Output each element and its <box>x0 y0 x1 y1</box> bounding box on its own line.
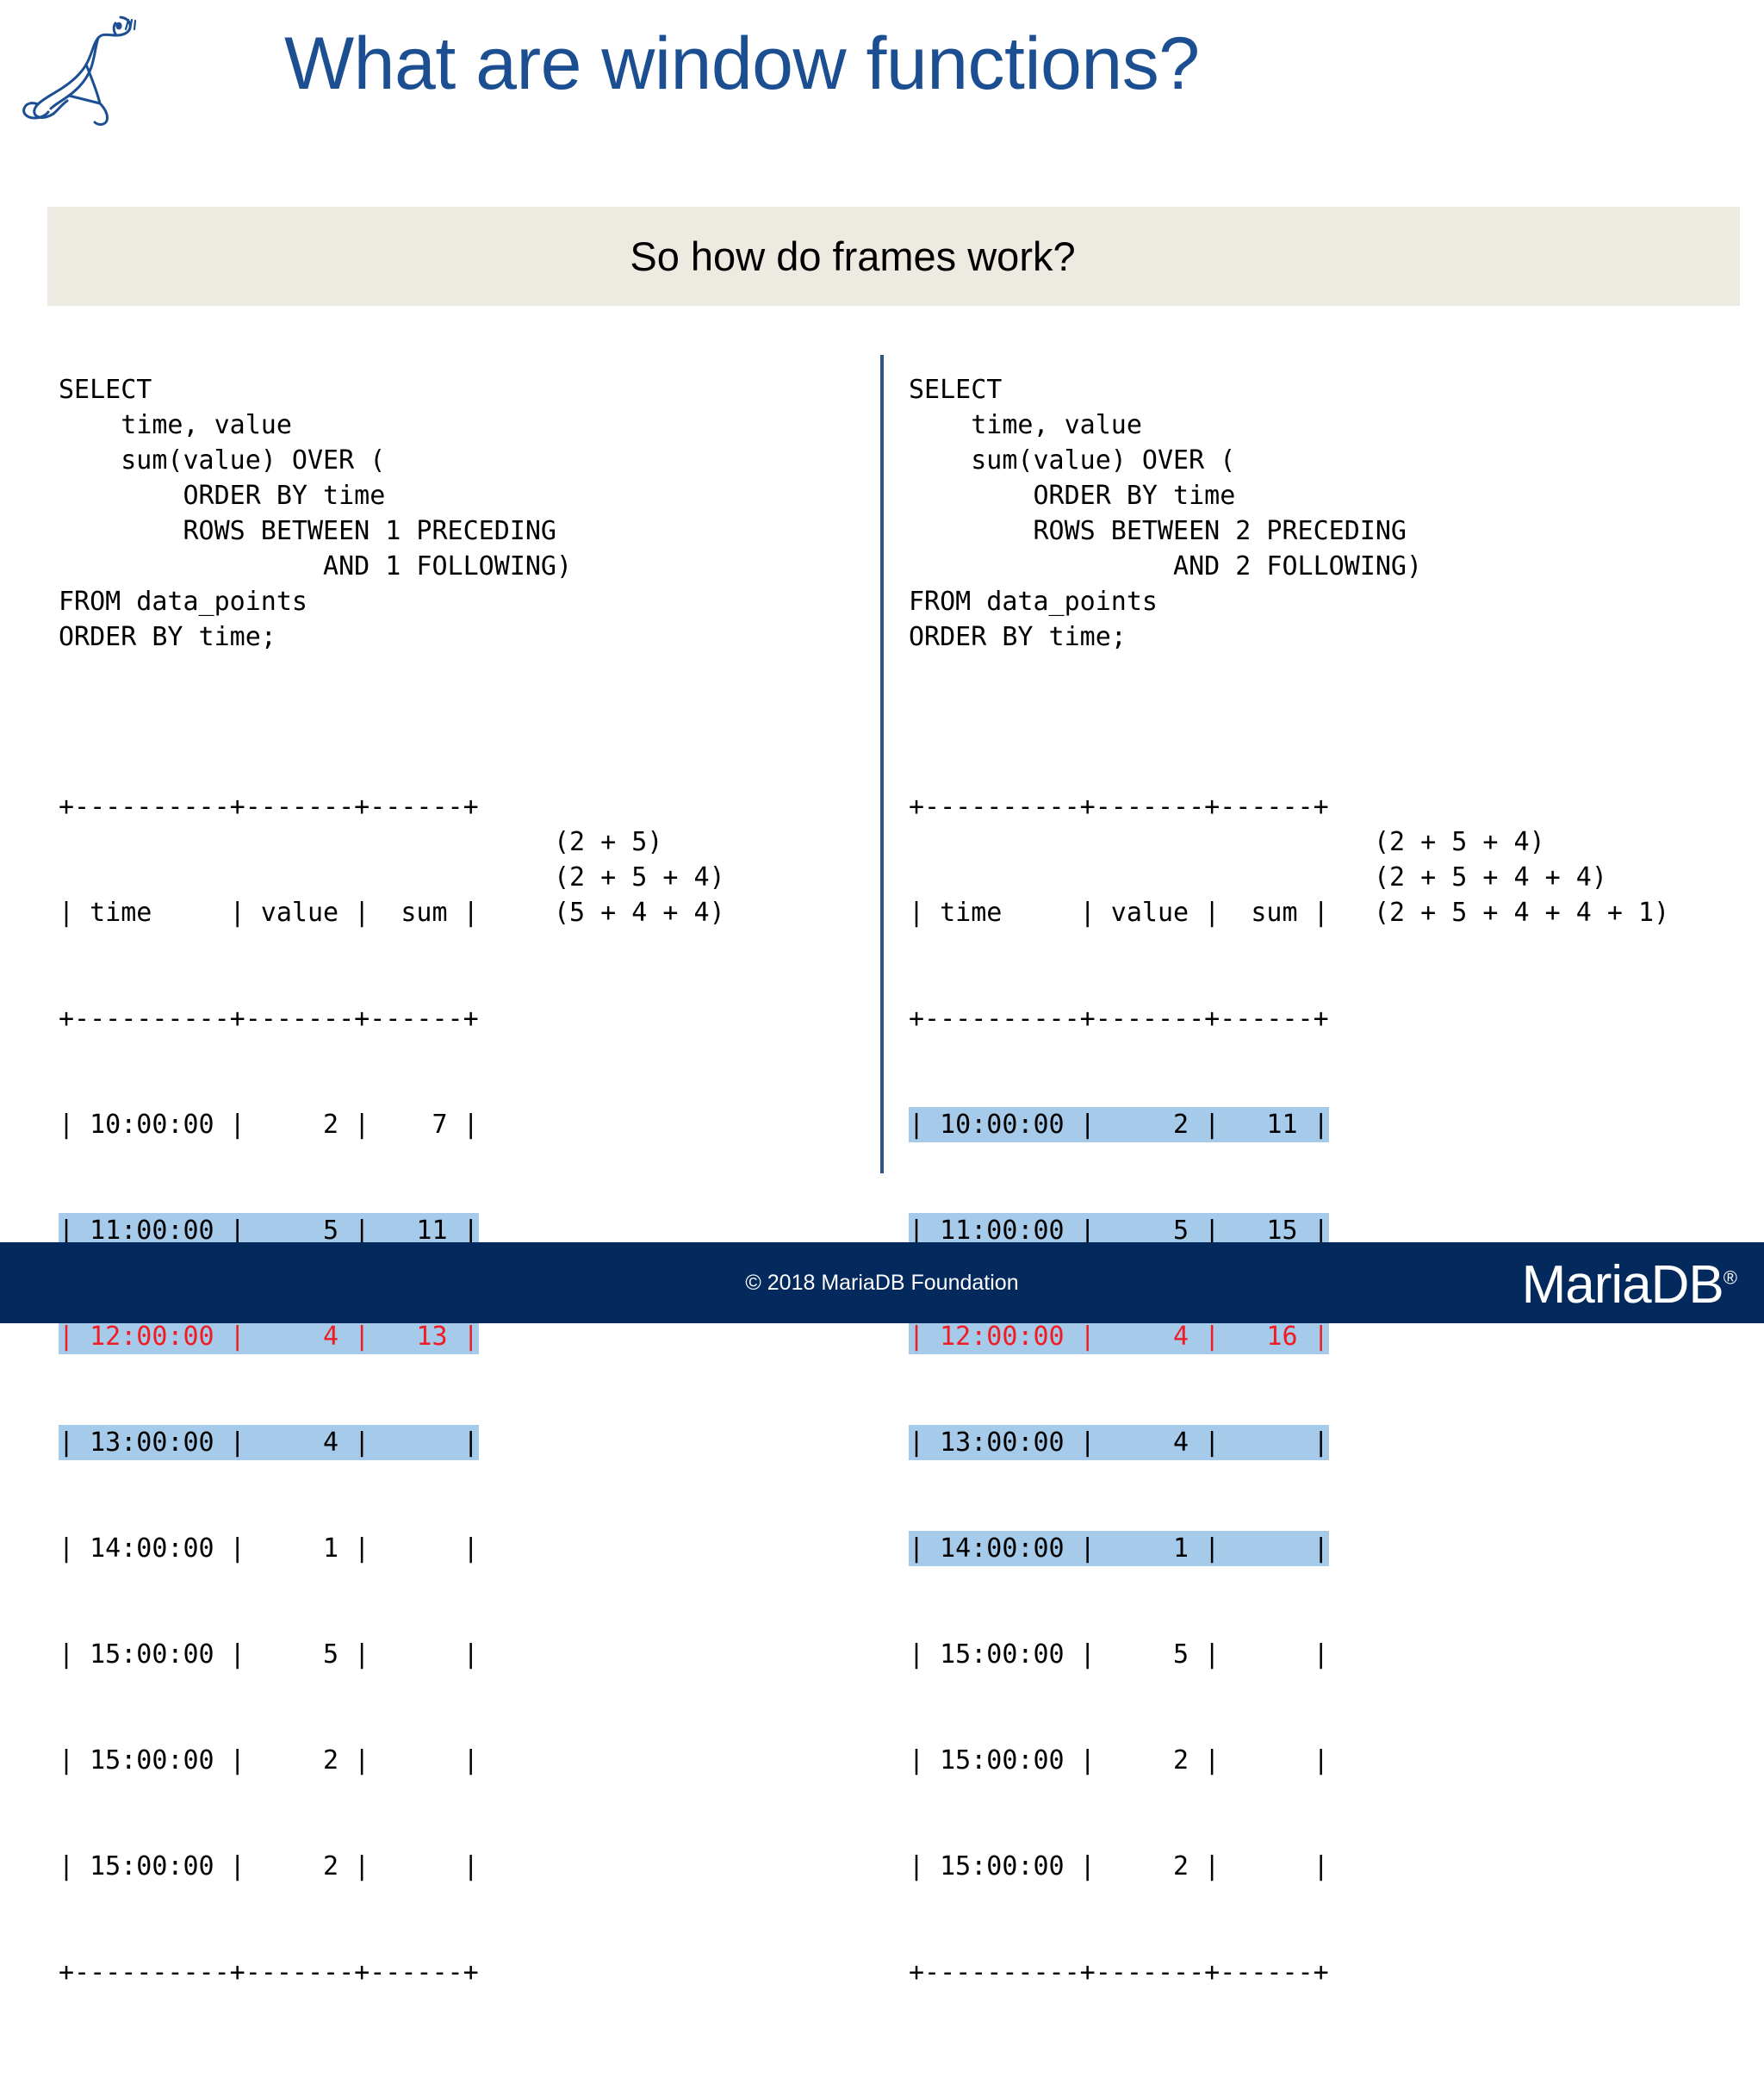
table-row: | 14:00:00 | 1 | | <box>59 1533 479 1564</box>
mariadb-wordmark-text: MariaDB <box>1521 1255 1724 1315</box>
table-border-top: +----------+-------+------+ <box>59 792 479 822</box>
table-row-current: | 12:00:00 | 4 | 16 | <box>909 1319 1329 1354</box>
table-row: | 15:00:00 | 5 | | <box>909 1639 1329 1670</box>
table-border-bottom: +----------+-------+------+ <box>59 1957 479 1987</box>
result-table-left: +----------+-------+------+ | time | val… <box>59 718 725 2096</box>
table-row-current: | 12:00:00 | 4 | 13 | <box>59 1319 479 1354</box>
result-table-right-wrapper: +----------+-------+------+ | time | val… <box>909 718 1669 2096</box>
table-header-row: | time | value | sum | <box>59 898 479 928</box>
table-row: | 14:00:00 | 1 | | <box>909 1531 1329 1566</box>
sql-query-left: SELECT time, value sum(value) OVER ( ORD… <box>59 375 573 652</box>
table-border-bottom: +----------+-------+------+ <box>909 1957 1329 1987</box>
mariadb-seal-icon <box>19 7 191 136</box>
result-table-right: +----------+-------+------+ | time | val… <box>909 718 1669 2096</box>
sum-annotations-right: (2 + 5 + 4) (2 + 5 + 4 + 4) (2 + 5 + 4 +… <box>1374 827 1670 928</box>
table-header-row: | time | value | sum | <box>909 898 1329 928</box>
table-row: | 10:00:00 | 2 | 11 | <box>909 1107 1329 1142</box>
table-row: | 10:00:00 | 2 | 7 | <box>59 1110 479 1140</box>
registered-mark: ® <box>1723 1266 1737 1289</box>
table-row: | 13:00:00 | 4 | | <box>59 1425 479 1460</box>
mariadb-wordmark: MariaDB® <box>1521 1254 1737 1315</box>
page-title: What are window functions? <box>284 22 1200 105</box>
table-row: | 15:00:00 | 2 | | <box>909 1851 1329 1881</box>
slide-footer: © 2018 MariaDB Foundation MariaDB® <box>0 1242 1764 1323</box>
left-example-panel: SELECT time, value sum(value) OVER ( ORD… <box>59 372 725 2096</box>
table-border-top: +----------+-------+------+ <box>909 792 1329 822</box>
subtitle-text: So how do frames work? <box>630 233 1076 279</box>
result-table-left-wrapper: +----------+-------+------+ | time | val… <box>59 718 725 2096</box>
table-row: | 13:00:00 | 4 | | <box>909 1425 1329 1460</box>
table-border-mid: +----------+-------+------+ <box>59 1004 479 1034</box>
table-row: | 15:00:00 | 2 | | <box>59 1745 479 1776</box>
vertical-divider <box>880 355 884 1173</box>
copyright-text: © 2018 MariaDB Foundation <box>745 1270 1019 1295</box>
sql-query-right: SELECT time, value sum(value) OVER ( ORD… <box>909 375 1423 652</box>
sum-annotations-left: (2 + 5) (2 + 5 + 4) (5 + 4 + 4) <box>554 827 725 928</box>
slide-header: What are window functions? <box>0 0 1764 172</box>
table-row: | 15:00:00 | 2 | | <box>59 1851 479 1881</box>
table-border-mid: +----------+-------+------+ <box>909 1004 1329 1034</box>
table-row: | 15:00:00 | 5 | | <box>59 1639 479 1670</box>
subtitle-band: So how do frames work? <box>47 207 1740 306</box>
right-example-panel: SELECT time, value sum(value) OVER ( ORD… <box>909 372 1669 2096</box>
table-row: | 15:00:00 | 2 | | <box>909 1745 1329 1776</box>
table-row: | 11:00:00 | 5 | 11 | <box>59 1213 479 1248</box>
